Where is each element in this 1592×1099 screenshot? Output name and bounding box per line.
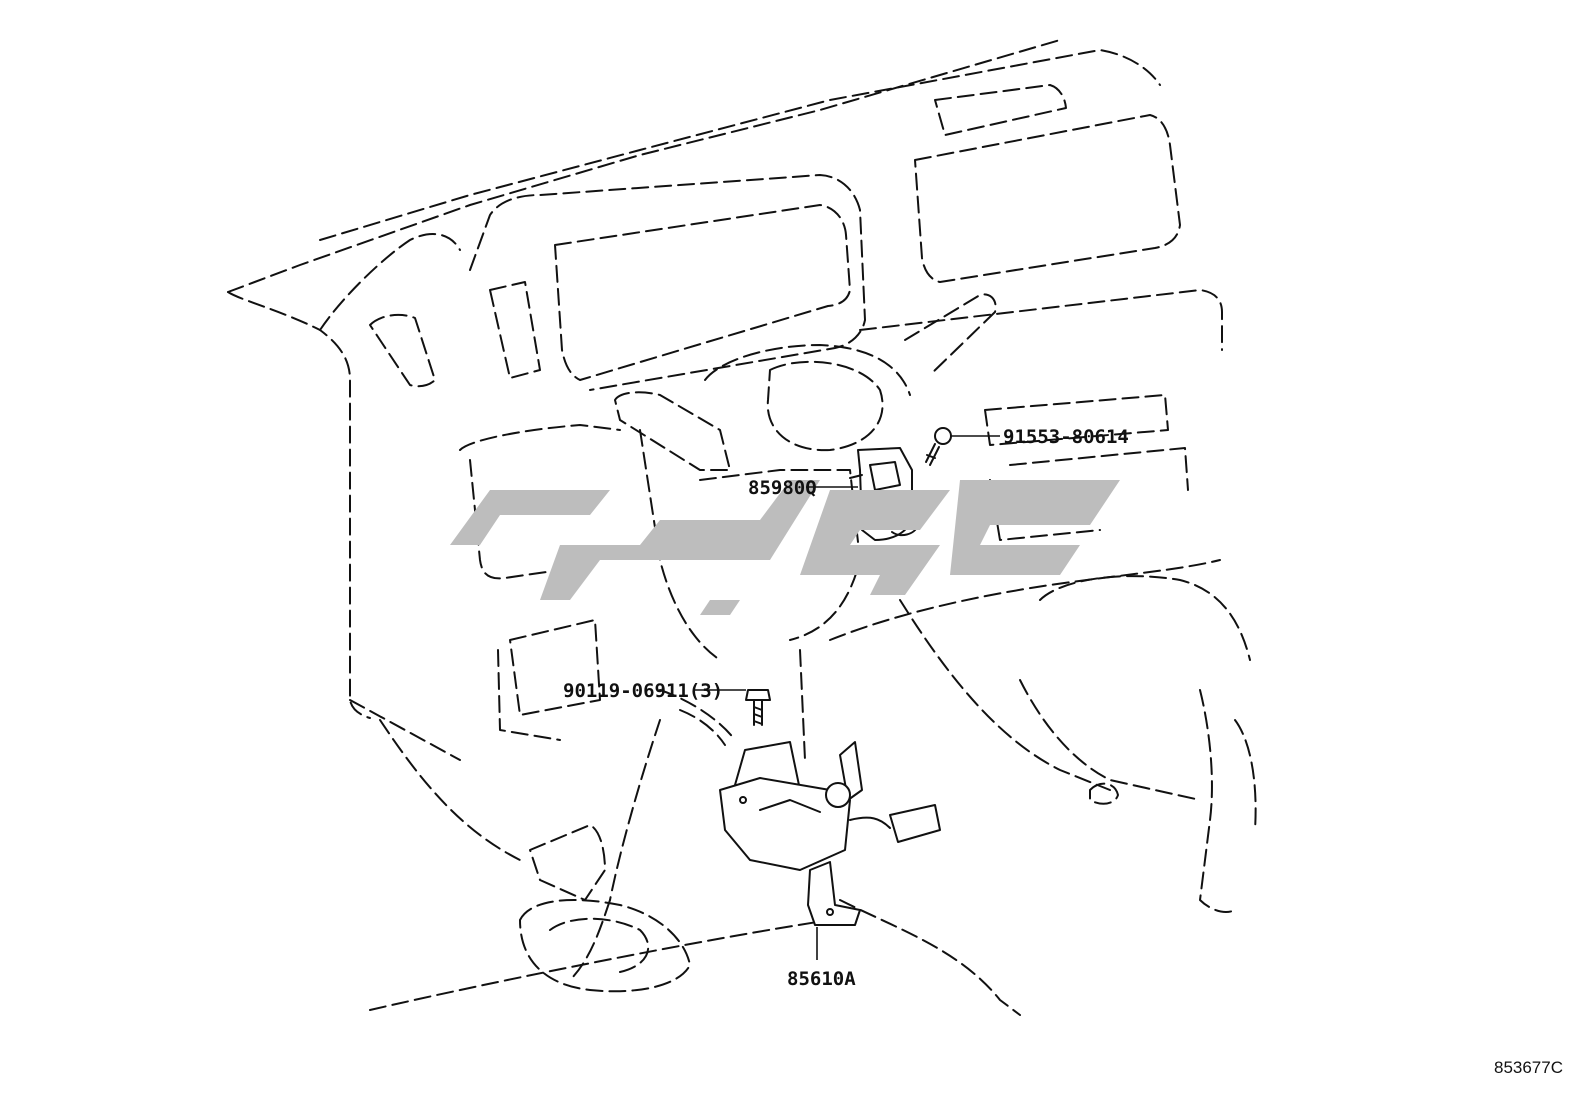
callout-label-85980q: 85980Q bbox=[748, 477, 817, 499]
sensor-assembly-part bbox=[719, 741, 941, 926]
brake-pedal-outline bbox=[519, 719, 691, 993]
screw-91553 bbox=[925, 427, 952, 466]
dashboard-outline bbox=[227, 39, 1257, 1016]
watermark-logo bbox=[450, 480, 1120, 615]
callout-label-91553: 91553-80614 bbox=[1003, 426, 1129, 448]
callout-label-90119: 90119-06911(3) bbox=[563, 680, 723, 702]
figure-number: 853677C bbox=[1494, 1058, 1563, 1077]
bolt-90119 bbox=[745, 689, 771, 726]
callout-label-85610a: 85610A bbox=[787, 968, 856, 990]
